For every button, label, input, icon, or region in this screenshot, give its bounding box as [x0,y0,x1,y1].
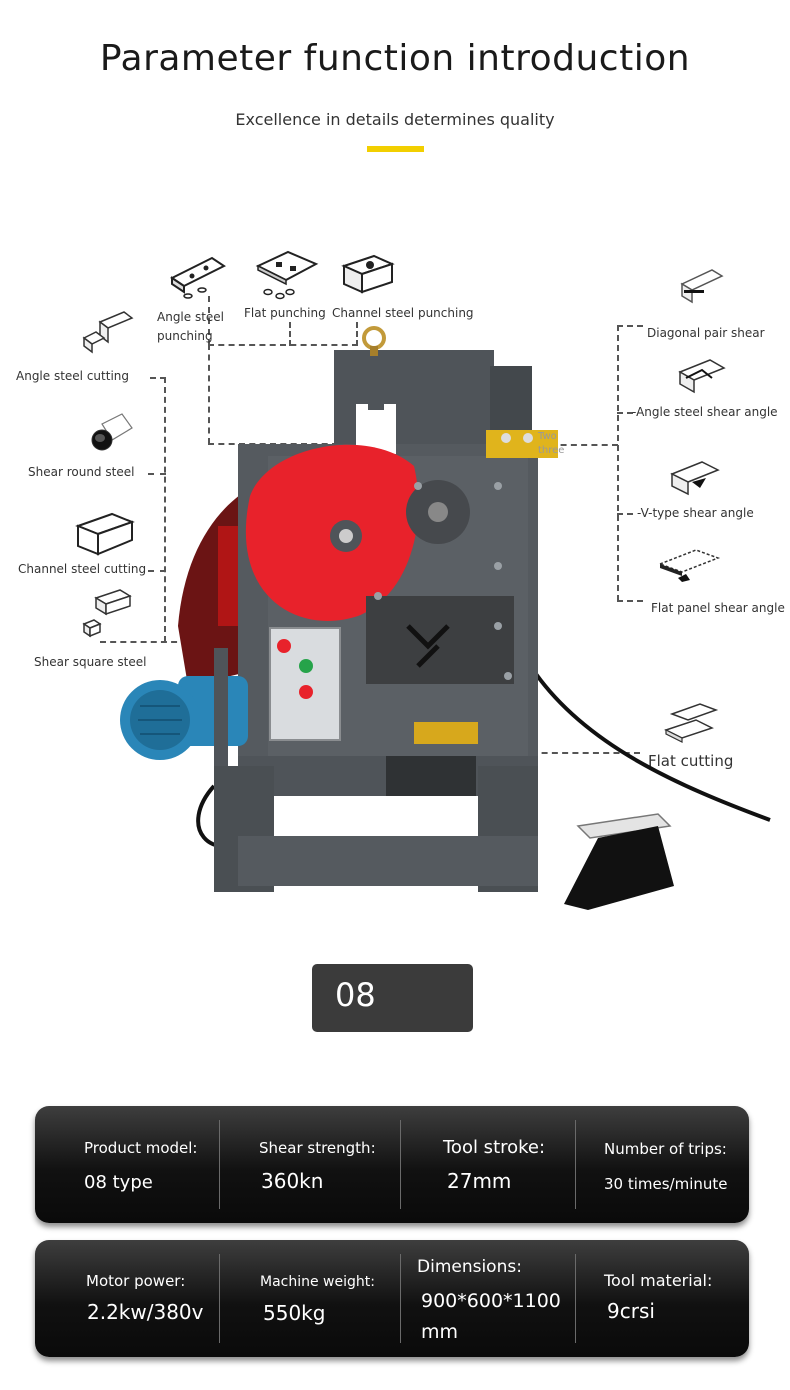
connector-right-to-machine [540,444,618,446]
label-two-three: Two three [538,431,565,456]
spec-value: 30 times/minute [604,1175,728,1193]
channel-steel-punching-icon [341,254,395,294]
spec-divider [400,1120,401,1209]
label-v-type-shear-angle: -V-type shear angle [637,506,754,520]
angle-steel-cutting-icon [82,311,134,354]
flat-cutting-icon [664,703,719,743]
spec-key: Motor power: [86,1272,186,1290]
spec-value: 27mm [447,1169,512,1193]
spec-divider [219,1254,220,1343]
spec-key: Tool material: [604,1271,713,1290]
spec-key: Number of trips: [604,1140,727,1158]
connector-right-2 [617,412,633,414]
spec-value: 900*600*1100 mm [421,1290,561,1344]
label-angle-steel-cutting: Angle steel cutting [16,369,130,383]
spec-key: Tool stroke: [443,1137,546,1158]
label-flat-cutting: Flat cutting [648,752,734,770]
spec-product-model: Product model: 08 type [35,1106,219,1223]
label-shear-square-steel: Shear square steel [34,655,147,669]
v-type-shear-angle-icon [670,461,720,496]
spec-divider [219,1120,220,1209]
shear-round-steel-icon [91,413,133,451]
spec-dimensions: Dimensions: 900*600*1100 mm [401,1240,575,1357]
spec-shear-strength: Shear strength: 360kn [220,1106,400,1223]
connector-top-vertical-2 [289,322,291,346]
page-subtitle: Excellence in details determines quality [235,110,555,129]
spec-value: 08 type [84,1172,153,1193]
spec-divider [400,1254,401,1343]
connector-top-drop [208,344,210,444]
shear-square-steel-icon [82,589,132,638]
spec-motor-power: Motor power: 2.2kw/380v [35,1240,219,1357]
label-shear-round-steel: Shear round steel [28,465,135,479]
spec-tool-material: Tool material: 9crsi [576,1240,749,1357]
spec-value: 2.2kw/380v [87,1300,204,1324]
connector-top-vertical-1 [208,296,210,346]
spec-divider [575,1120,576,1209]
diagonal-pair-shear-icon [680,269,724,304]
connector-right-1 [617,325,643,327]
angle-steel-punching-icon [170,256,226,299]
spec-key: Machine weight: [260,1274,375,1290]
angle-steel-shear-angle-icon [678,359,726,394]
spec-key: Product model: [84,1139,198,1157]
connector-right-3 [617,513,633,515]
label-diagonal-pair-shear: Diagonal pair shear [647,326,765,340]
spec-panel-2: Motor power: 2.2kw/380v Machine weight: … [35,1240,749,1357]
spec-panel-1: Product model: 08 type Shear strength: 3… [35,1106,749,1223]
spec-divider [575,1254,576,1343]
label-angle-steel-shear-angle: -Angle steel shear angle [632,405,778,419]
connector-flat-cutting [480,752,640,754]
model-badge: 08 [312,964,473,1032]
model-label: 08 [335,976,376,1014]
label-angle-steel-punching: Angle steel punching [157,310,225,344]
page-title: Parameter function introduction [99,38,691,79]
connector-top-vertical-3 [356,322,358,346]
connector-right-4 [617,600,643,602]
connector-left-1 [150,377,166,379]
spec-value: 550kg [263,1301,326,1325]
connector-left-vertical [164,377,166,642]
connector-left-2 [148,473,166,475]
spec-key: Shear strength: [259,1139,376,1157]
spec-key: Dimensions: [417,1257,522,1277]
flat-panel-shear-angle-icon [657,549,721,582]
label-channel-steel-cutting: Channel steel cutting [18,562,147,576]
connector-top-horizontal [208,344,358,346]
spec-machine-weight: Machine weight: 550kg [220,1240,400,1357]
spec-value: 9crsi [607,1299,655,1323]
title-accent-bar [367,146,424,152]
connector-left-3 [148,570,166,572]
label-channel-steel-punching: Channel steel punching [332,306,474,320]
label-flat-panel-shear-angle: Flat panel shear angle [651,601,785,615]
spec-number-of-trips: Number of trips: 30 times/minute [576,1106,749,1223]
spec-tool-stroke: Tool stroke: 27mm [401,1106,575,1223]
ironworker-machine-image [120,326,771,910]
label-flat-punching: Flat punching [244,306,326,320]
spec-value: 360kn [261,1169,324,1193]
channel-steel-cutting-icon [75,512,135,556]
flat-punching-icon [255,250,319,300]
connector-right-vertical [617,325,619,601]
